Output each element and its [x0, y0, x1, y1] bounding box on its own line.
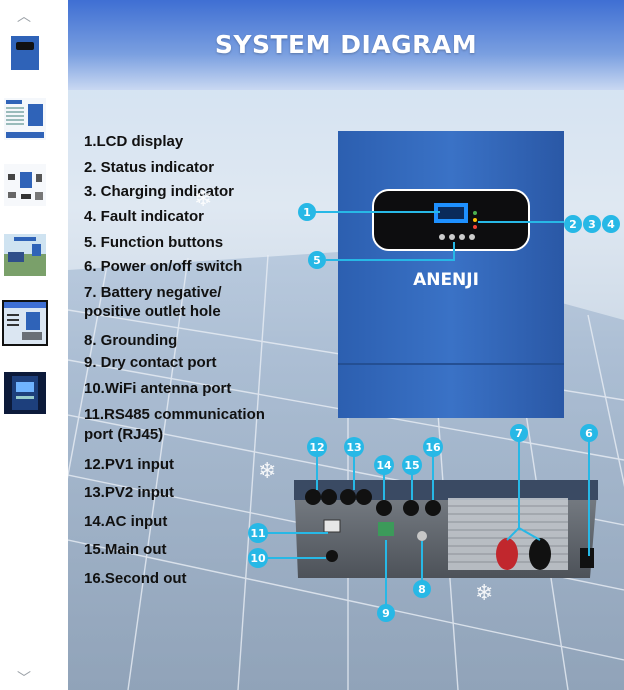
callout-label: 8 — [418, 583, 426, 596]
thumbnail-1[interactable] — [4, 32, 46, 74]
callout-label: 9 — [382, 607, 390, 620]
thumbnail-2[interactable] — [4, 98, 46, 140]
callout-label: 4 — [607, 218, 615, 231]
callout-label: 5 — [313, 254, 321, 267]
brand-logo: ANENJI — [413, 270, 479, 290]
callout-label: 16 — [425, 441, 441, 454]
thumbnail-3[interactable] — [4, 164, 46, 206]
thumbnail-strip: ︿ — [0, 0, 68, 690]
accessories-thumb-image — [4, 164, 46, 206]
application-thumb-image — [4, 234, 46, 276]
system-diagram-thumb-image — [4, 302, 46, 344]
svg-text:❄: ❄ — [194, 187, 212, 212]
spec-sheet-thumb-image — [4, 98, 46, 140]
inverter-thumb-image — [4, 32, 46, 74]
chevron-down-icon[interactable]: ﹀ — [14, 668, 34, 682]
chevron-up-icon[interactable]: ︿ — [14, 6, 34, 20]
inverter-bottom-panel — [294, 480, 598, 578]
inverter-diagram: ANENJI — [68, 0, 624, 690]
callout-label: 12 — [309, 441, 324, 454]
callout-label: 15 — [404, 459, 419, 472]
callout-label: 2 — [569, 218, 577, 231]
callout-label: 6 — [585, 427, 593, 440]
callout-label: 13 — [346, 441, 361, 454]
svg-text:❄: ❄ — [475, 581, 493, 606]
thumbnail-4[interactable] — [4, 234, 46, 276]
thumbnail-6[interactable] — [4, 372, 46, 414]
main-image: SYSTEM DIAGRAM 1.LCD display 2. Status i… — [68, 0, 624, 690]
display-thumb-image — [4, 372, 46, 414]
callout-label: 7 — [515, 427, 523, 440]
callout-label: 14 — [376, 459, 392, 472]
callout-label: 11 — [250, 527, 265, 540]
svg-text:❄: ❄ — [258, 459, 276, 484]
callout-label: 3 — [588, 218, 596, 231]
callout-label: 1 — [303, 206, 311, 219]
callout-label: 10 — [250, 552, 266, 565]
thumbnail-5-selected[interactable] — [4, 302, 46, 344]
